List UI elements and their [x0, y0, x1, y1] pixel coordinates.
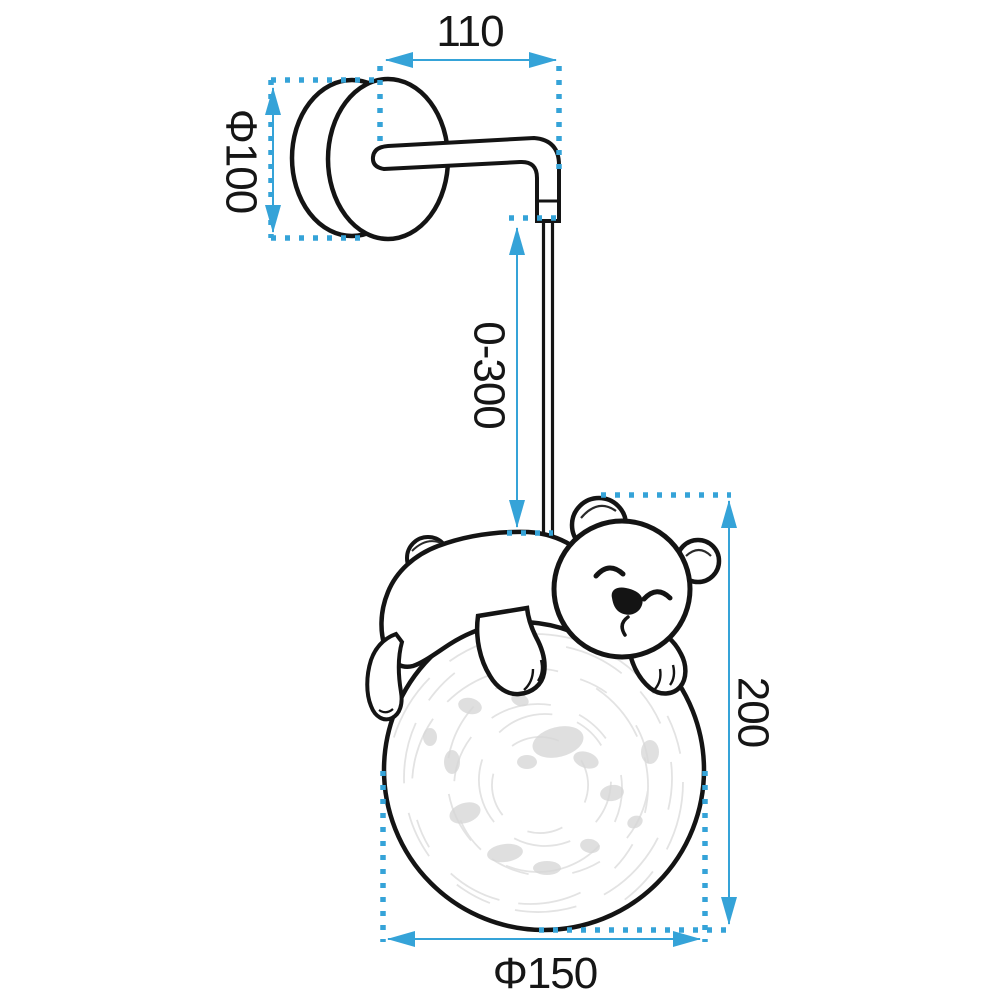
arm-outline — [370, 135, 561, 223]
bear-front-paw-toes — [523, 659, 544, 691]
mounting-arm — [370, 135, 561, 223]
bear-left-leg — [365, 631, 405, 722]
dimension-lamp-height: 200 — [721, 500, 778, 925]
bear-left-leg-toe — [378, 708, 394, 714]
moon-blotches — [423, 693, 659, 875]
dimension-lamp-height-label: 200 — [729, 677, 778, 747]
sleeping-bear — [365, 495, 722, 722]
dimension-base-diameter-label: Φ100 — [217, 109, 266, 214]
moon-texture — [389, 633, 684, 925]
dimension-arm-length: 110 — [385, 7, 557, 68]
dimension-arm-length-label: 110 — [436, 7, 503, 56]
bear-eye-left — [593, 565, 626, 579]
bear-mouth — [620, 615, 630, 637]
extension-lines — [268, 66, 731, 942]
dimension-cord-length-label: 0-300 — [465, 321, 514, 429]
dimension-ball-diameter-label: Φ150 — [493, 949, 598, 998]
dimension-cord-length: 0-300 — [465, 227, 525, 528]
bear-ear-left-inner — [580, 504, 617, 519]
bear-ear-right-inner — [685, 548, 712, 557]
bear-right-paw-toes — [654, 664, 676, 690]
suspension-cord — [541, 221, 555, 538]
dimension-ball-diameter: Φ150 — [387, 931, 701, 998]
bear-front-paw — [474, 605, 547, 697]
bear-eye-right — [641, 589, 673, 602]
dimension-base-diameter: Φ100 — [217, 87, 281, 233]
bear-nose — [611, 587, 643, 615]
